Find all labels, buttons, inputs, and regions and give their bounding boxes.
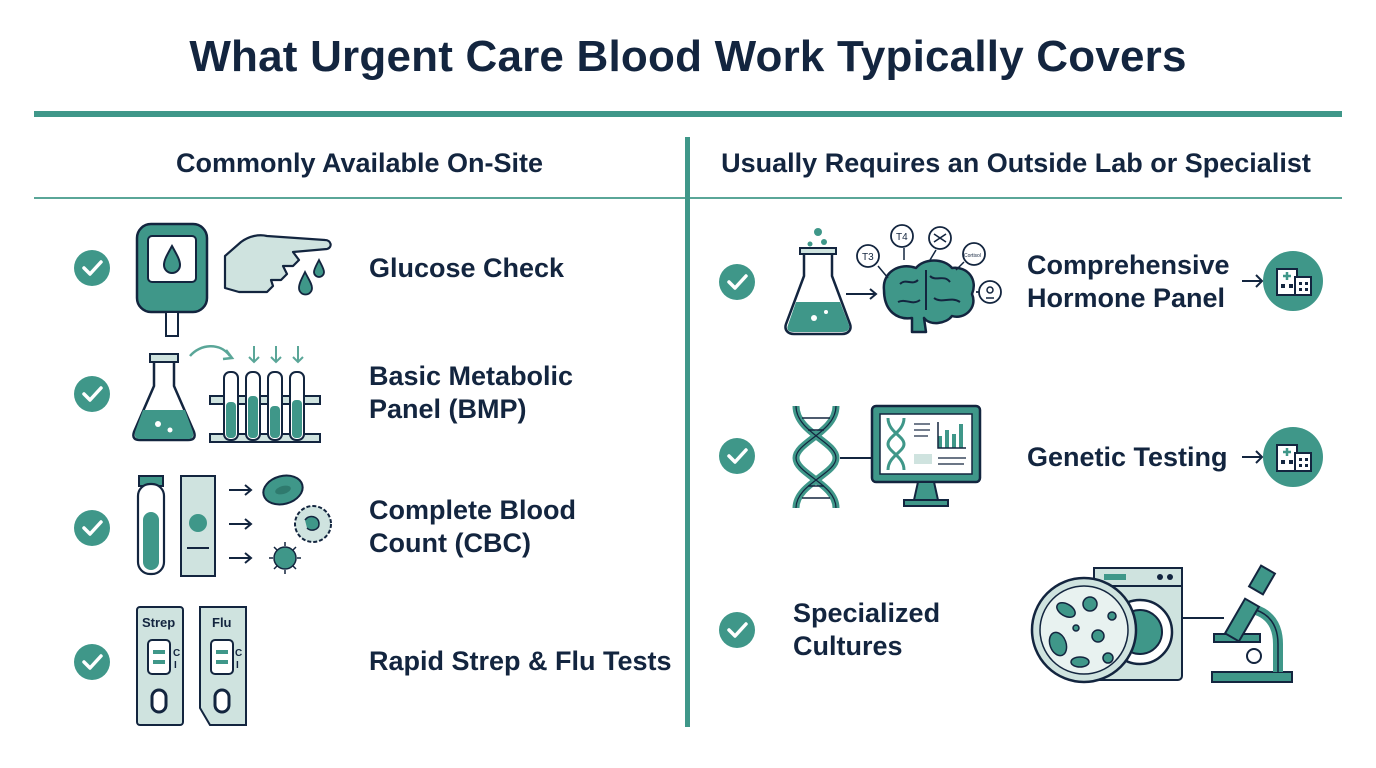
column-divider	[685, 137, 690, 727]
right-header-rule	[690, 197, 1342, 199]
page-title: What Urgent Care Blood Work Typically Co…	[189, 32, 1187, 81]
left-header-rule	[34, 197, 685, 199]
hospital-icon	[1263, 251, 1323, 311]
glucose-check-label: Glucose Check	[369, 253, 565, 283]
culture-microscope-icon	[1030, 564, 1293, 684]
specialized-cultures-label: Specialized Cultures	[793, 598, 941, 661]
left-column-heading: Commonly Available On-Site	[175, 148, 544, 178]
dna-monitor-icon	[792, 404, 982, 509]
right-column-heading: Usually Requires an Outside Lab or Speci…	[721, 148, 1311, 178]
hormone-panel-label: Comprehensive Hormone Panel	[1027, 250, 1230, 313]
title-underline	[34, 111, 1342, 117]
check-icon	[74, 250, 110, 286]
svg-text:T3: T3	[862, 252, 874, 263]
flask-test-tubes-icon	[132, 345, 321, 443]
svg-text:Cortisol: Cortisol	[964, 253, 981, 259]
check-icon	[74, 510, 110, 546]
bmp-label: Basic Metabolic Panel (BMP)	[369, 361, 574, 424]
cbc-label: Complete Blood Count (CBC)	[369, 495, 576, 558]
referral-arrow-icon	[1242, 274, 1264, 288]
svg-text:Strep: Strep	[142, 615, 175, 630]
flask-brain-icon: T3 T4 Cortisol	[784, 224, 1002, 336]
svg-text:T4: T4	[896, 232, 908, 243]
rapid-test-kits-icon: Strep C I Flu C I	[136, 606, 247, 726]
genetic-testing-label: Genetic Testing	[1027, 442, 1228, 472]
check-icon	[74, 376, 110, 412]
svg-text:C: C	[173, 648, 180, 659]
rapid-tests-label: Rapid Strep & Flu Tests	[369, 646, 672, 676]
svg-text:C: C	[235, 648, 242, 659]
glucose-meter-icon	[135, 222, 332, 337]
svg-text:Flu: Flu	[212, 615, 232, 630]
referral-arrow-icon	[1242, 450, 1264, 464]
svg-text:I: I	[174, 660, 177, 671]
check-icon	[74, 644, 110, 680]
svg-text:I: I	[236, 660, 239, 671]
check-icon	[719, 438, 755, 474]
blood-cells-icon	[136, 474, 332, 577]
hospital-icon	[1263, 427, 1323, 487]
check-icon	[719, 264, 755, 300]
check-icon	[719, 612, 755, 648]
